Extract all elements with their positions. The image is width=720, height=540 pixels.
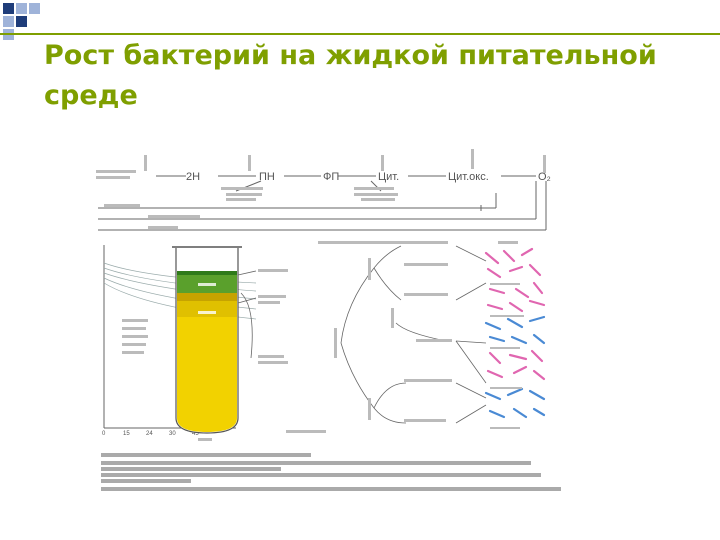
header-rule [0,33,720,35]
slide-title: Рост бактерий на жидкой питательной сред… [44,36,694,116]
svg-text:ПН: ПН [259,171,275,183]
accent-square-3 [29,3,40,14]
svg-text:ФП: ФП [323,171,339,183]
accent-square-2 [16,3,27,14]
bacteria-illustrations [486,249,544,429]
electron-transport-diagram [98,176,546,230]
svg-text:30: 30 [169,431,176,437]
svg-text:Цит.окс.: Цит.окс. [448,171,489,183]
svg-text:Цит.: Цит. [378,171,399,183]
accent-square-4 [3,16,14,27]
svg-text:0: 0 [102,431,106,437]
svg-text:15: 15 [123,431,130,437]
accent-square-5 [16,16,27,27]
test-tube [172,247,242,433]
textbook-figure: 2H ПН ФП Цит. Цит.окс. O₂ [86,143,586,508]
figure-caption [101,453,561,491]
svg-text:24: 24 [146,431,153,437]
accent-square-1 [3,3,14,14]
classification-tree [341,246,486,423]
svg-text:2H: 2H [186,171,200,183]
